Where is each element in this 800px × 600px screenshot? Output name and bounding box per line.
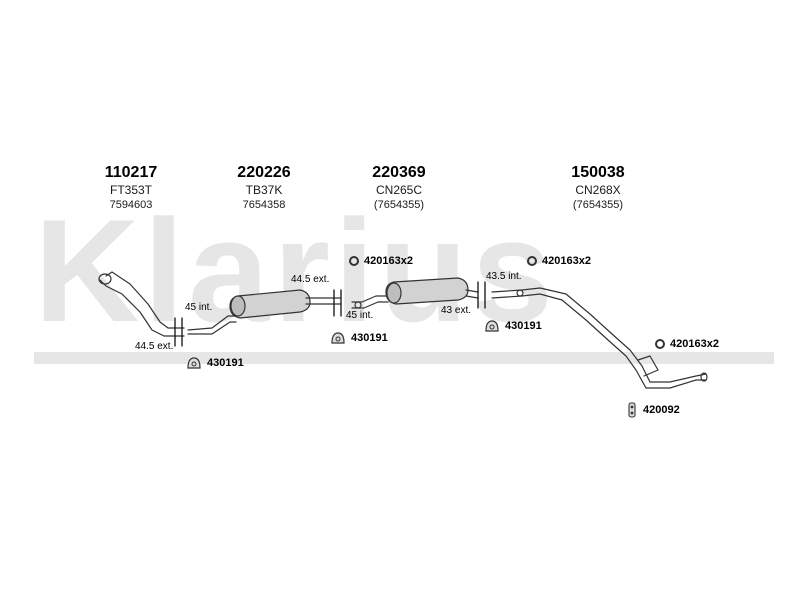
rear-pipe [491, 287, 708, 389]
ring-icon [527, 256, 537, 266]
rubber-hanger-tag: 430191 [330, 331, 388, 345]
rubber-hanger-tag: 430191 [484, 319, 542, 333]
sealing-ring-tag: 420163x2 [349, 255, 413, 267]
sealing-ring-tag: 420163x2 [527, 255, 591, 267]
fitting-number: 430191 [207, 357, 244, 369]
part-ref: 7594603 [109, 199, 153, 211]
part-header-1: 110217 FT353T 7594603 [76, 163, 186, 213]
ring-icon [655, 339, 665, 349]
front-pipe [98, 271, 185, 337]
part-number: 150038 [571, 164, 625, 181]
joint-markers [174, 281, 486, 347]
hanger-icon [331, 332, 345, 344]
part-header-2: 220226 TB37K 7654358 [209, 163, 319, 213]
ring-icon [349, 256, 359, 266]
part-number: 110217 [104, 164, 158, 181]
watermark-underline [34, 352, 774, 364]
part-header-4: 150038 CN268X (7654355) [543, 163, 653, 213]
front-silencer [187, 289, 341, 335]
hanger-icon [187, 357, 201, 369]
part-ref: 7654358 [242, 199, 286, 211]
dimension-label: 44.5 ext. [135, 341, 174, 352]
dimension-label: 44.5 ext. [291, 274, 330, 285]
fitting-number: 420163x2 [670, 338, 719, 350]
part-ref: (7654355) [572, 199, 624, 211]
part-header-3: 220369 CN265C (7654355) [344, 163, 454, 213]
fitting-number: 420163x2 [542, 255, 591, 267]
rubber-hanger-tag: 430191 [186, 356, 244, 370]
fitting-number: 430191 [505, 320, 542, 332]
part-number: 220226 [237, 164, 291, 181]
hanger-icon [485, 320, 499, 332]
fitting-number: 420092 [643, 404, 680, 416]
middle-pipe [351, 295, 389, 309]
fitting-number: 420163x2 [364, 255, 413, 267]
part-code: FT353T [109, 183, 152, 197]
part-ref: (7654355) [373, 199, 425, 211]
part-code: CN268X [575, 183, 621, 197]
bracket-icon [628, 402, 636, 418]
dimension-label: 45 int. [346, 310, 374, 321]
sealing-ring-tag: 420163x2 [655, 338, 719, 350]
brand-watermark: Klarius [34, 189, 557, 352]
middle-silencer [385, 277, 479, 305]
part-code: TB37K [245, 183, 283, 197]
fitting-number: 430191 [351, 332, 388, 344]
dimension-label: 43.5 int. [486, 271, 522, 282]
part-code: CN265C [375, 183, 423, 197]
dimension-label: 43 ext. [441, 305, 472, 316]
mounting-bracket-tag: 420092 [626, 402, 680, 418]
part-number: 220369 [372, 164, 426, 181]
dimension-label: 45 int. [185, 302, 213, 313]
